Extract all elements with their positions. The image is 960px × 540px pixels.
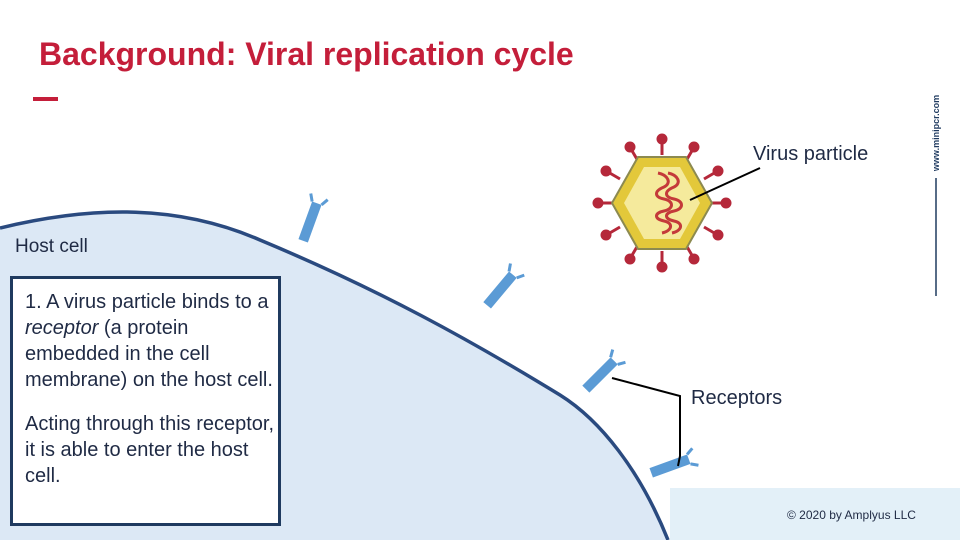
receptor-4 bbox=[649, 447, 699, 478]
footer-band bbox=[670, 488, 960, 540]
receptor-1 bbox=[298, 193, 329, 243]
virus-particle-label: Virus particle bbox=[753, 143, 869, 165]
receptor-2 bbox=[483, 263, 525, 309]
host-cell-label: Host cell bbox=[15, 236, 88, 257]
description-paragraph-1: 1. A virus particle binds to a receptor … bbox=[25, 289, 278, 393]
description-paragraph-2: Acting through this receptor, it is able… bbox=[25, 413, 275, 487]
description-p1-start: 1. A virus particle binds to a bbox=[25, 291, 269, 313]
virus-core bbox=[624, 167, 700, 239]
cell-membrane bbox=[0, 210, 670, 540]
description-p1-end: (a protein embedded in the cell membrane… bbox=[25, 317, 273, 391]
virus-spikes bbox=[592, 133, 732, 273]
slide-title: Background: Viral replication cycle bbox=[39, 36, 574, 72]
description-box: 1. A virus particle binds to a receptor … bbox=[10, 276, 281, 526]
side-watermark: www.minipcr.com bbox=[930, 94, 942, 171]
viral-genome-strand bbox=[665, 171, 683, 235]
description-p1-emphasis: receptor bbox=[25, 317, 99, 339]
virus-pointer-line bbox=[689, 167, 761, 201]
title-underline bbox=[33, 97, 58, 101]
copyright-notice: © 2020 by Amplyus LLC bbox=[787, 508, 916, 522]
side-watermark-text: www.minipcr.com bbox=[931, 94, 941, 171]
receptor-3 bbox=[582, 349, 626, 393]
virus-particle bbox=[592, 133, 732, 273]
viral-genome bbox=[655, 171, 673, 235]
receptors-label: Receptors bbox=[691, 387, 783, 409]
receptors-bracket-line bbox=[611, 377, 681, 467]
